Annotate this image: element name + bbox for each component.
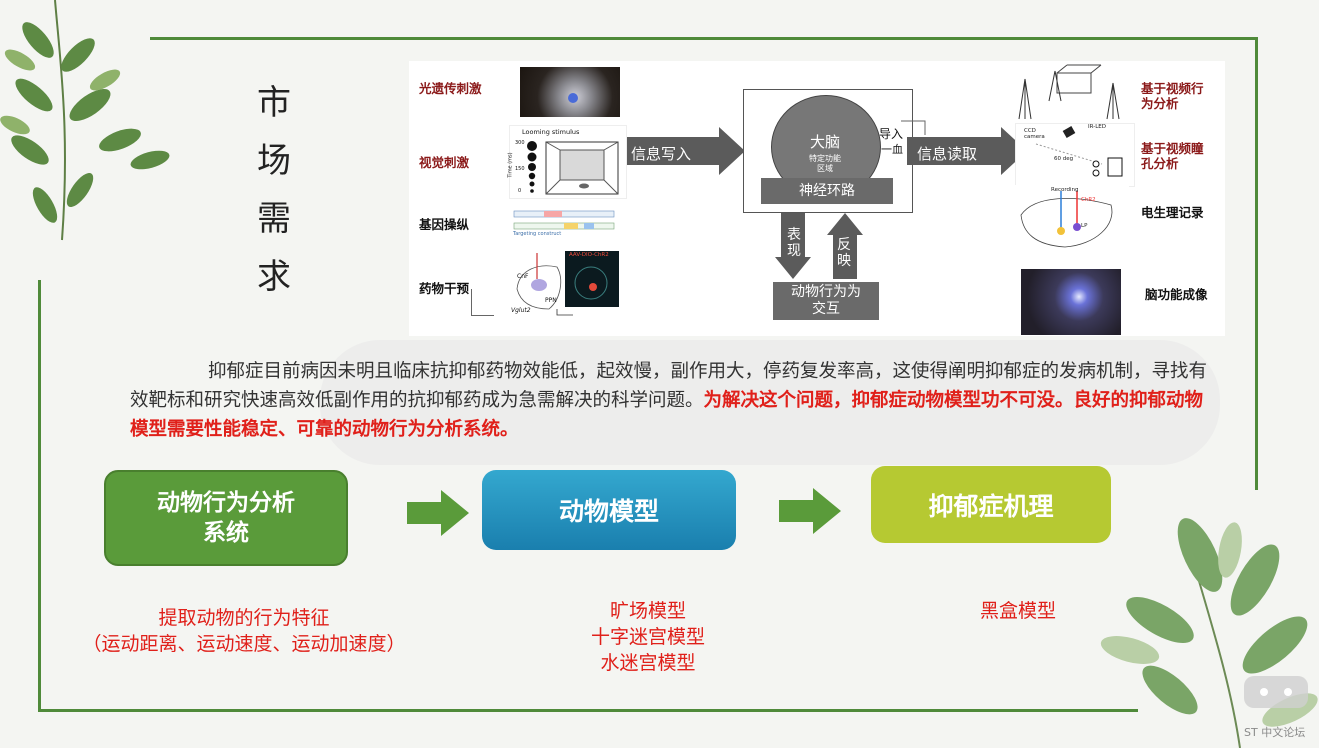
label-optogenetic: 光遗传刺激 xyxy=(419,81,482,96)
behavior-features-caption: 提取动物的行为特征 （运动距离、运动速度、运动加速度） xyxy=(54,605,434,657)
intro-paragraph: 抑郁症目前病因未明且临床抗抑郁药物效能低，起效慢，副作用大，停药复发率高，这使得… xyxy=(130,357,1220,444)
title-char: 求 xyxy=(257,257,291,297)
cnf-label: CnF xyxy=(517,273,529,280)
info-read-arrow xyxy=(907,127,1027,175)
show-label: 表 现 xyxy=(787,227,801,259)
connector-line xyxy=(901,120,926,135)
frame-top-line xyxy=(150,37,1258,40)
vglut-label: Vglut2 xyxy=(511,307,531,314)
caption-line: 十字迷宫模型 xyxy=(590,626,705,648)
recording-label: Recording xyxy=(1051,187,1079,193)
animal-model-label: 动物模型 xyxy=(558,497,659,526)
depression-mechanism-label: 抑郁症机理 xyxy=(928,491,1054,521)
behavior-analysis-box: 动物行为分析 系统 xyxy=(104,470,348,566)
bracket-mark xyxy=(471,289,494,316)
interaction-line1: 动物行为为 xyxy=(791,284,861,300)
reflect-char: 映 xyxy=(837,253,851,269)
animal-model-box: 动物模型 xyxy=(482,470,736,550)
caption-line: 旷场模型 xyxy=(609,600,686,622)
label-gene: 基因操纵 xyxy=(419,217,470,232)
looming-caption: Looming stimulus xyxy=(522,128,580,136)
tick-300: 300 xyxy=(515,140,525,146)
page-title: 市 场 需 求 xyxy=(254,74,294,306)
caption-line: （运动距离、运动速度、运动加速度） xyxy=(82,633,406,655)
show-down-arrow xyxy=(775,213,811,279)
ccd-label: CCD camera xyxy=(1024,128,1045,140)
label-video-pupil: 基于视频瞳孔分析 xyxy=(1141,141,1204,171)
brain-label: 大脑 xyxy=(809,133,840,151)
show-char: 表 xyxy=(787,227,801,243)
caption-line: 黑盒模型 xyxy=(979,600,1056,622)
gene-construct-figure: Targeting construct xyxy=(509,207,619,243)
paragraph-background xyxy=(320,340,1220,465)
caption-line: 水迷宫模型 xyxy=(600,652,696,674)
title-char: 需 xyxy=(257,199,291,239)
tick-0: 0 xyxy=(518,188,522,194)
inset-label-b: 一血 xyxy=(881,143,903,156)
targeting-caption: Targeting construct xyxy=(513,231,562,237)
aav-label: AAV-DIO-ChR2 xyxy=(569,252,609,258)
chat-bubble-icon xyxy=(1244,676,1308,708)
label-drug: 药物干预 xyxy=(419,281,470,296)
video-behavior-setup-figure xyxy=(1015,61,1129,121)
leaf-branch-bottomright-icon xyxy=(1100,518,1318,748)
info-write-arrow xyxy=(627,127,745,175)
circuit-label: 神经环路 xyxy=(761,178,893,204)
reflect-label: 反 映 xyxy=(837,237,851,269)
chr2-label: ChR2 xyxy=(1081,197,1096,203)
label-electrophysiology: 电生理记录 xyxy=(1141,205,1204,220)
inset-label-a: 导入 xyxy=(879,127,904,141)
looming-stimulus-figure: Looming stimulus Time (ms) 300 150 0 xyxy=(507,125,627,199)
model-list-caption: 旷场模型 十字迷宫模型 水迷宫模型 xyxy=(540,598,756,676)
label-visual: 视觉刺激 xyxy=(419,155,470,170)
lp-label: LP xyxy=(1081,223,1088,229)
ppn-label: PPN xyxy=(545,297,557,304)
pupil-analysis-figure: CCD camera IR-LED 60 deg xyxy=(1015,123,1135,187)
interaction-box: 动物行为为 交互 xyxy=(773,282,879,320)
info-write-label: 信息写入 xyxy=(631,145,692,163)
interaction-line2: 交互 xyxy=(812,301,840,317)
caption-line: 提取动物的行为特征 xyxy=(158,607,330,629)
brain-sub1: 特定功能 xyxy=(809,154,841,163)
reflect-up-arrow xyxy=(827,213,863,279)
title-char: 场 xyxy=(257,141,291,181)
irled-label: IR-LED xyxy=(1088,124,1106,130)
watermark-text: ST 中文论坛 xyxy=(1244,726,1306,739)
deg-label: 60 deg xyxy=(1054,156,1074,162)
time-axis-label: Time (ms) xyxy=(507,152,514,178)
show-char: 现 xyxy=(787,243,801,259)
paragraph-highlight: 为解决这个问题，抑郁症动物模型功不可没。良好的抑郁动物模型需要性能稳定、可靠的动… xyxy=(130,390,1204,440)
blackbox-caption: 黑盒模型 xyxy=(930,598,1106,624)
flow-arrow-2 xyxy=(779,488,841,534)
tick-150: 150 xyxy=(515,166,525,172)
label-video-behavior: 基于视频行为分析 xyxy=(1141,81,1204,111)
label-brain-imaging: 脑功能成像 xyxy=(1145,287,1208,302)
drug-injection-figure: AAV-DIO-ChR2 CnF PPN Vglut2 xyxy=(509,249,621,317)
frame-right-line xyxy=(1255,37,1258,490)
depression-mechanism-box: 抑郁症机理 xyxy=(871,466,1111,543)
paragraph-normal: 抑郁症目前病因未明且临床抗抑郁药物效能低，起效慢，副作用大，停药复发率高，这使得… xyxy=(130,361,1208,411)
electrophysiology-figure: Recording ChR2 LP xyxy=(1015,185,1129,249)
behavior-analysis-line2: 系统 xyxy=(203,520,249,546)
flow-arrow-1 xyxy=(407,490,469,536)
research-diagram: 光遗传刺激 视觉刺激 基因操纵 药物干预 Looming stimulus Ti… xyxy=(409,61,1225,336)
title-char: 市 xyxy=(257,83,291,123)
mouse-photo xyxy=(520,67,620,117)
brain-sub2: 区域 xyxy=(817,164,833,173)
frame-left-line xyxy=(38,280,41,712)
frame-bottom-line xyxy=(38,709,1138,712)
leaf-branch-topleft-icon xyxy=(0,0,170,241)
reflect-char: 反 xyxy=(837,237,851,253)
behavior-analysis-line1: 动物行为分析 xyxy=(157,490,295,516)
info-read-label: 信息读取 xyxy=(917,145,978,163)
brain-imaging-photo xyxy=(1021,269,1121,335)
